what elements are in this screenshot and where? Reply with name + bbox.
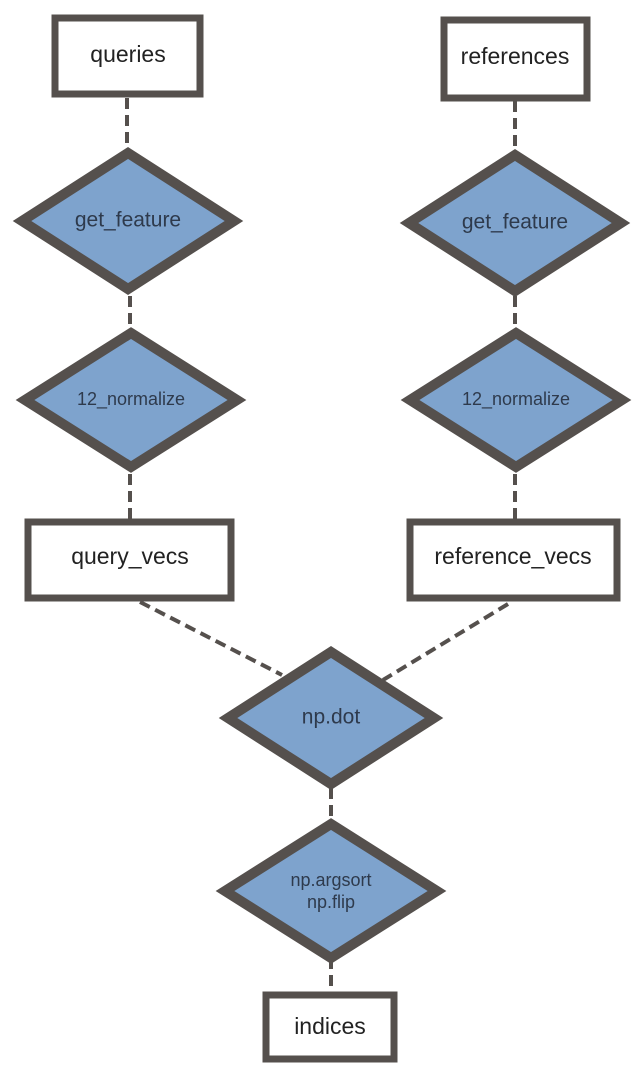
node-reference-vecs: reference_vecs — [406, 518, 621, 602]
np-argsort-diamond — [215, 818, 447, 964]
get-feature-left-diamond — [12, 147, 244, 295]
query-vecs-box — [24, 518, 235, 602]
np-flip-label: np.flip — [307, 892, 355, 912]
reference-vecs-label: reference_vecs — [434, 543, 591, 569]
edges — [125, 98, 517, 994]
queries-label: queries — [90, 41, 165, 67]
references-label: references — [461, 43, 570, 69]
indices-box — [262, 991, 398, 1063]
queries-box — [51, 14, 204, 98]
node-get-feature-left: get_feature — [12, 147, 244, 295]
reference-vecs-box — [406, 518, 621, 602]
np-argsort-label: np.argsort — [290, 870, 371, 890]
normalize-left-diamond — [15, 327, 247, 473]
edge-query-vecs-np-dot — [139, 600, 283, 677]
node-indices: indices — [262, 991, 398, 1063]
get-feature-right-diamond — [399, 149, 631, 297]
node-query-vecs: query_vecs — [24, 518, 235, 602]
node-references: references — [440, 16, 591, 102]
node-np-dot: np.dot — [218, 646, 444, 790]
indices-label: indices — [294, 1013, 366, 1039]
references-box — [440, 16, 591, 102]
node-queries: queries — [51, 14, 204, 98]
query-vecs-label: query_vecs — [71, 543, 189, 569]
get-feature-left-label: get_feature — [75, 209, 181, 232]
node-get-feature-right: get_feature — [399, 149, 631, 297]
normalize-right-diamond — [400, 327, 632, 473]
normalize-right-label: 12_normalize — [462, 389, 570, 410]
np-dot-diamond — [218, 646, 444, 790]
node-np-argsort: np.argsort np.flip — [215, 818, 447, 964]
node-normalize-right: 12_normalize — [400, 327, 632, 473]
get-feature-right-label: get_feature — [462, 211, 568, 234]
normalize-left-label: 12_normalize — [77, 389, 185, 410]
np-dot-label: np.dot — [302, 706, 361, 729]
node-normalize-left: 12_normalize — [15, 327, 247, 473]
edge-reference-vecs-np-dot — [381, 602, 510, 682]
